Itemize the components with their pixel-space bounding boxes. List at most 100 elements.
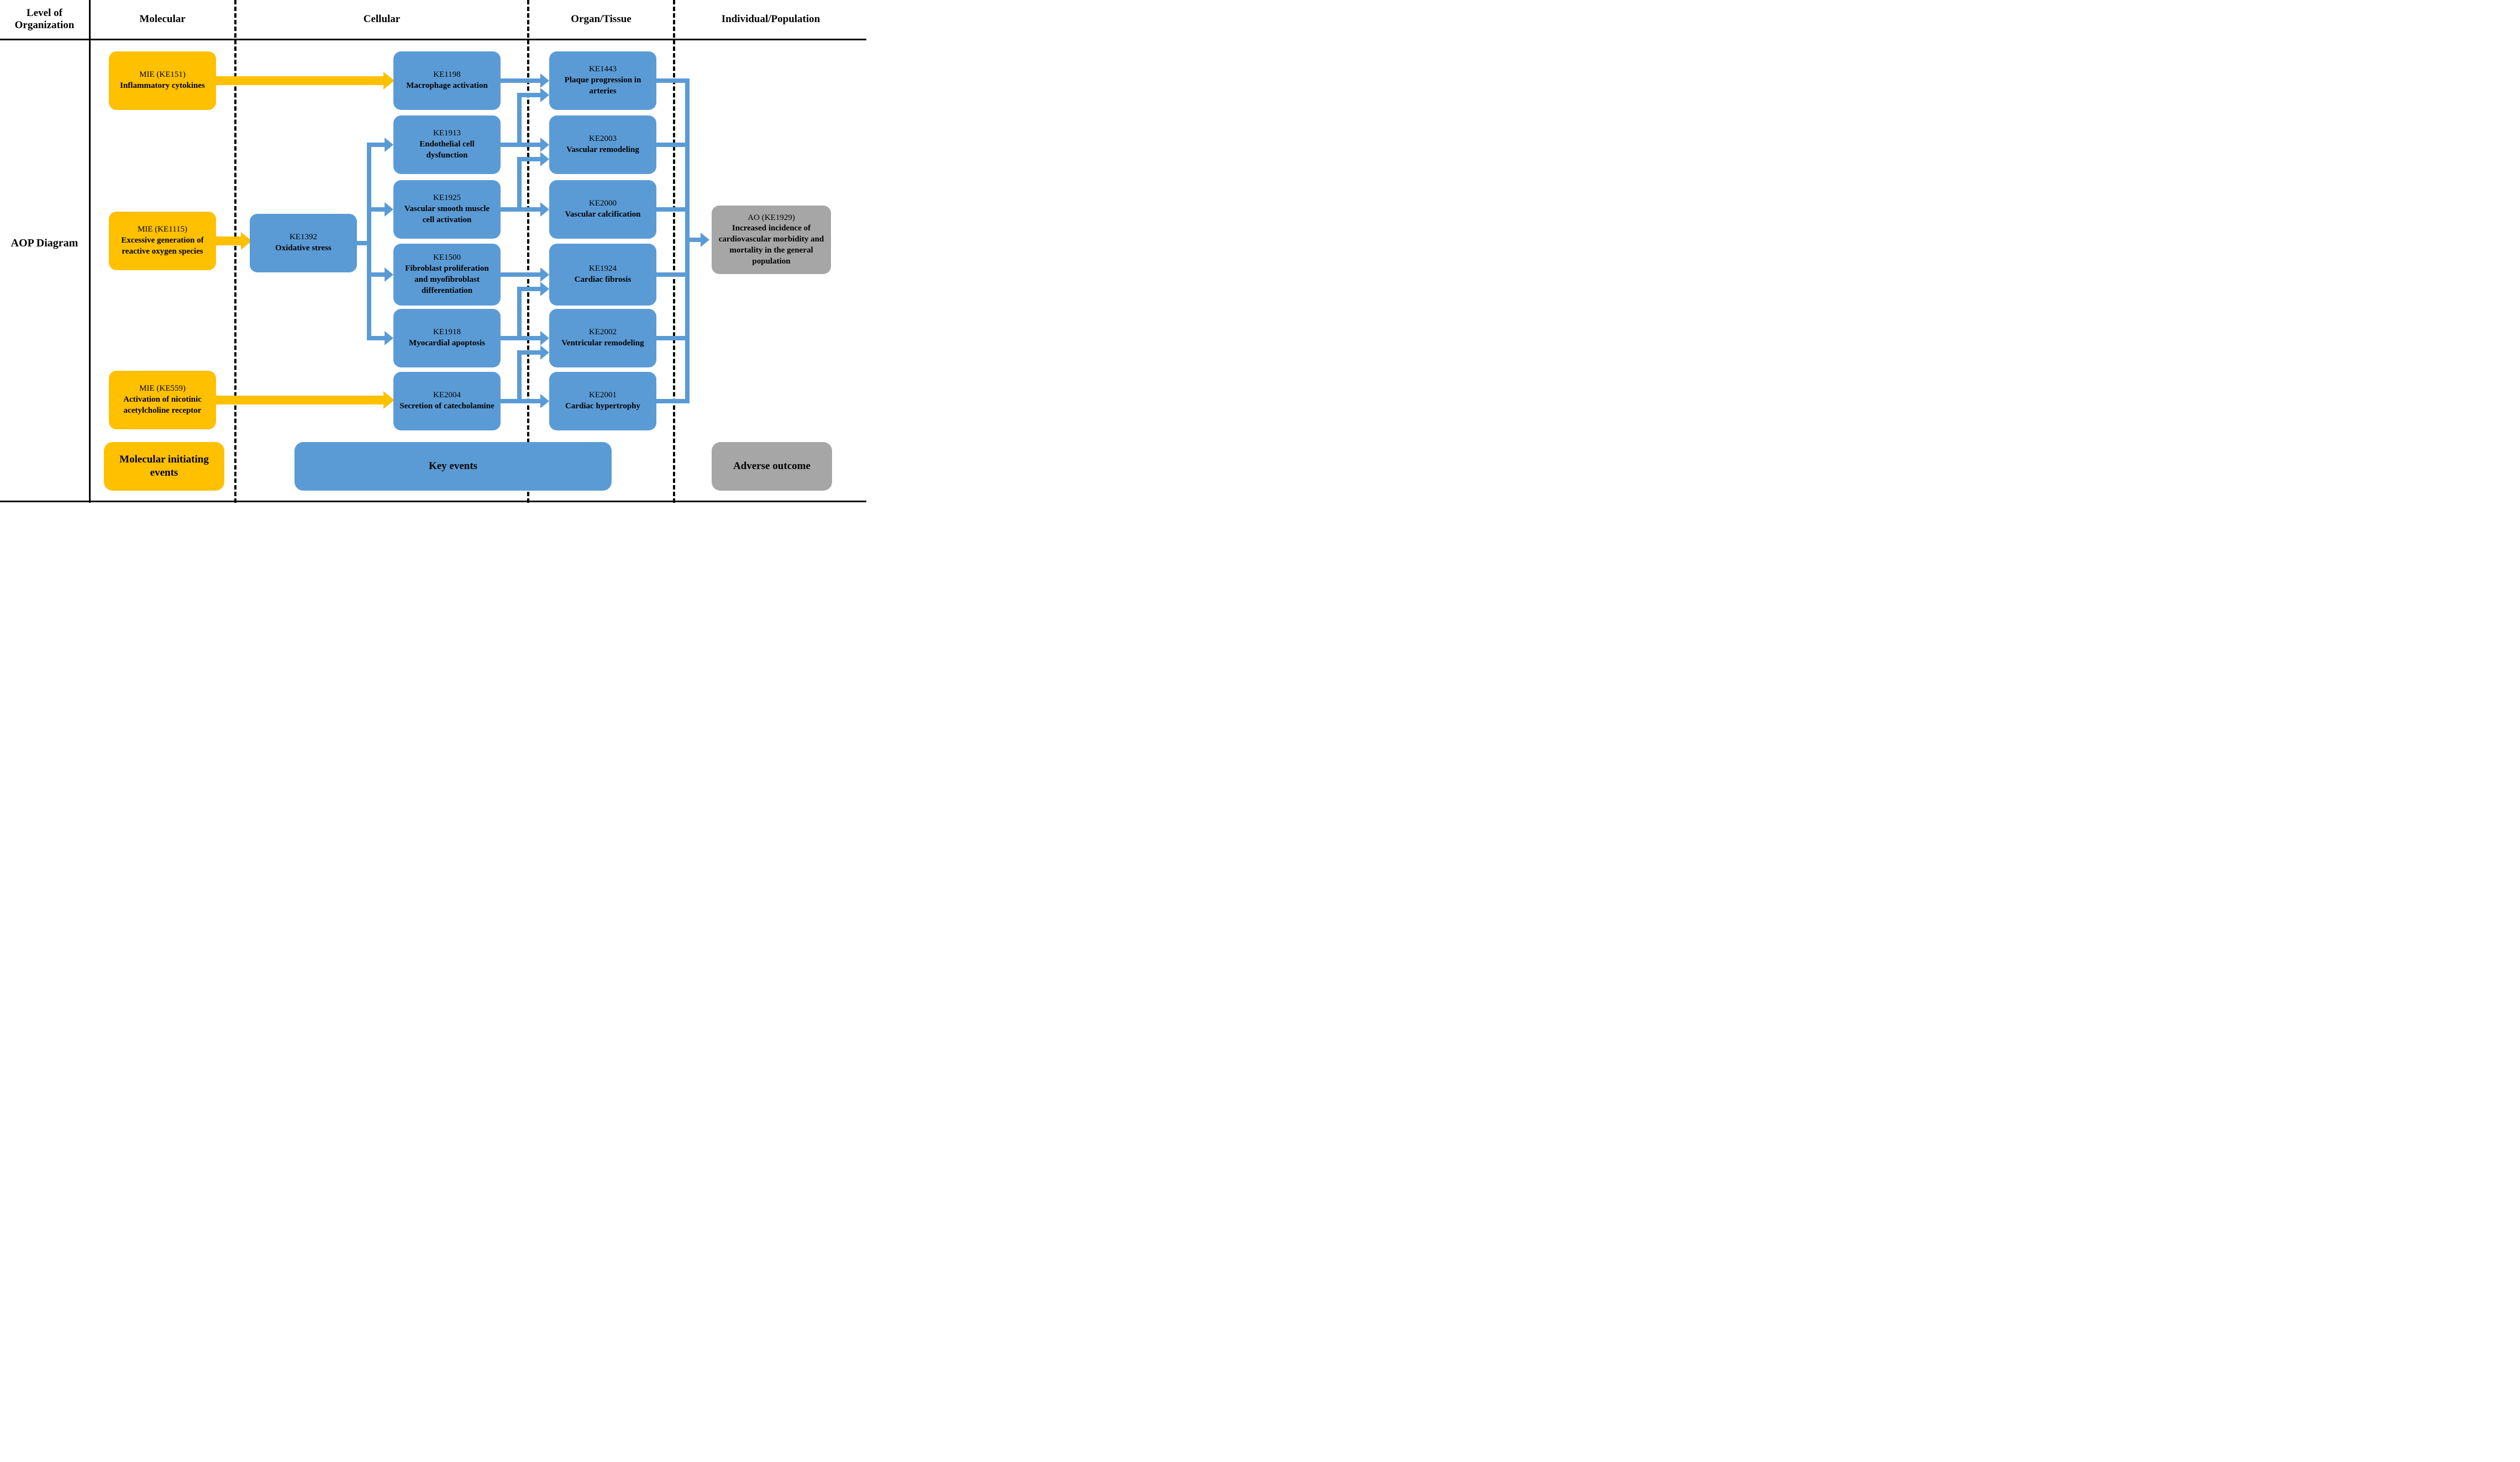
node-label: Macrophage activation bbox=[406, 81, 488, 90]
node-label: Vascular remodeling bbox=[566, 145, 639, 154]
node-label: Cardiac fibrosis bbox=[574, 275, 632, 284]
arrow-ke1925-to-ke2003 bbox=[522, 157, 540, 161]
node-ao-ke1929: AO (KE1929) Increased incidence of cardi… bbox=[712, 206, 831, 274]
node-id: KE2004 bbox=[433, 391, 461, 400]
arrowhead-ke1198-to-ke1443 bbox=[540, 73, 549, 88]
arrowhead-ke1918-to-ke2002 bbox=[540, 331, 549, 345]
node-ke1392: KE1392 Oxidative stress bbox=[250, 214, 357, 272]
arrowhead-ke1925-to-ke2003 bbox=[540, 152, 549, 166]
arrowhead-ke1913-to-ke1443 bbox=[540, 88, 549, 102]
arrow-ke1500-to-ke1924 bbox=[501, 272, 540, 277]
node-id: KE1198 bbox=[433, 70, 461, 80]
stub-ke1924-to-collector bbox=[656, 272, 690, 277]
arrowhead-ke1925-to-ke2000 bbox=[540, 202, 549, 217]
node-ke2001: KE2001 Cardiac hypertrophy bbox=[549, 372, 656, 430]
table-left-divider bbox=[89, 0, 91, 503]
node-label: Ventricular remodeling bbox=[561, 339, 644, 348]
node-ke1918: KE1918 Myocardial apoptosis bbox=[393, 309, 501, 367]
node-mie-ke1115: MIE (KE1115) Excessive generation of rea… bbox=[109, 212, 216, 270]
node-id: KE1392 bbox=[290, 233, 317, 242]
node-id: KE1918 bbox=[433, 328, 461, 337]
stub-ke2003-to-collector bbox=[656, 143, 690, 147]
node-id: AO (KE1929) bbox=[748, 213, 795, 222]
node-label: Activation of nicotinic acetylcholine re… bbox=[123, 395, 202, 415]
arrowhead-ke2004-to-ke2002 bbox=[540, 345, 549, 360]
divider-cellular-organ bbox=[527, 0, 529, 503]
arrow-ke1198-to-ke1443 bbox=[501, 78, 540, 83]
arrowhead-ke1913-to-ke2003 bbox=[540, 138, 549, 152]
node-id: KE1443 bbox=[589, 65, 617, 74]
arrow-ke1392-to-ke1918 bbox=[367, 336, 385, 340]
arrow-mie1115-to-ke1392 bbox=[216, 236, 241, 245]
node-mie-ke559: MIE (KE559) Activation of nicotinic acet… bbox=[109, 371, 216, 429]
node-ke1500: KE1500 Fibroblast proliferation and myof… bbox=[393, 244, 501, 306]
row-label-aop-diagram: AOP Diagram bbox=[10, 236, 78, 249]
arrowhead-ke1392-to-ke1913 bbox=[385, 138, 393, 152]
arrowhead-ke1392-to-ke1500 bbox=[385, 267, 393, 282]
node-id: MIE (KE151) bbox=[139, 70, 186, 80]
arrowhead-collector-to-ao bbox=[701, 233, 709, 247]
arrowhead-mie151-to-ke1198 bbox=[383, 72, 394, 90]
node-label: Increased incidence of cardiovascular mo… bbox=[718, 224, 824, 266]
arrow-ke1392-to-ke1925 bbox=[367, 207, 385, 212]
stub-ke2001-to-collector bbox=[656, 399, 690, 403]
connector-ke1392-trunk bbox=[367, 143, 371, 340]
node-label: Endothelial cell dysfunction bbox=[419, 140, 475, 160]
header-molecular: Molecular bbox=[139, 13, 186, 25]
node-label: Secretion of catecholamine bbox=[399, 402, 494, 411]
arrowhead-ke1500-to-ke1924 bbox=[540, 267, 549, 282]
node-id: KE2000 bbox=[589, 199, 617, 208]
node-label: Fibroblast proliferation and myofibrobla… bbox=[405, 264, 489, 295]
arrow-ke1392-to-ke1913 bbox=[367, 143, 385, 147]
node-ke1924: KE1924 Cardiac fibrosis bbox=[549, 244, 656, 306]
node-mie-ke151: MIE (KE151) Inflammatory cytokines bbox=[109, 51, 216, 110]
node-label: Inflammatory cytokines bbox=[120, 81, 205, 90]
node-id: KE1924 bbox=[589, 264, 617, 274]
node-id: KE1925 bbox=[433, 193, 461, 203]
arrowhead-ke1392-to-ke1925 bbox=[385, 202, 393, 217]
riser-ke2004-to-ke2002 bbox=[517, 350, 522, 403]
node-ke1925: KE1925 Vascular smooth muscle cell activ… bbox=[393, 180, 501, 239]
connector-ke1392-stub bbox=[357, 241, 371, 245]
divider-molecular-cellular bbox=[234, 0, 236, 503]
header-level-of-organization: Level of Organization bbox=[14, 7, 75, 31]
divider-organ-individual bbox=[673, 0, 675, 503]
node-id: KE2001 bbox=[589, 391, 617, 400]
node-label: Cardiac hypertrophy bbox=[565, 402, 640, 411]
arrow-ke2004-to-ke2002 bbox=[522, 350, 540, 355]
arrow-mie559-to-ke2004 bbox=[216, 396, 383, 404]
node-id: KE2003 bbox=[589, 134, 617, 144]
node-ke2003: KE2003 Vascular remodeling bbox=[549, 115, 656, 174]
arrowhead-ke1918-to-ke1924 bbox=[540, 282, 549, 296]
arrow-mie151-to-ke1198 bbox=[216, 76, 383, 85]
arrow-ke1913-to-ke1443 bbox=[522, 93, 540, 97]
arrow-ke1918-to-ke1924 bbox=[522, 287, 540, 291]
node-ke1913: KE1913 Endothelial cell dysfunction bbox=[393, 115, 501, 174]
node-ke1443: KE1443 Plaque progression in arteries bbox=[549, 51, 656, 110]
node-ke2002: KE2002 Ventricular remodeling bbox=[549, 309, 656, 367]
header-cellular: Cellular bbox=[363, 13, 401, 25]
riser-ke1918-to-ke1924 bbox=[517, 287, 522, 340]
arrowhead-ke1392-to-ke1918 bbox=[385, 331, 393, 345]
bottom-border bbox=[0, 501, 866, 502]
node-label: Vascular calcification bbox=[565, 210, 641, 219]
node-ke2000: KE2000 Vascular calcification bbox=[549, 180, 656, 239]
node-label: Excessive generation of reactive oxygen … bbox=[121, 236, 204, 256]
arrow-collector-to-ao bbox=[690, 238, 702, 242]
header-individual-population: Individual/Population bbox=[721, 13, 820, 25]
stub-ke2002-to-collector bbox=[656, 336, 690, 340]
stub-ke2000-to-collector bbox=[656, 207, 690, 212]
arrow-ke1392-to-ke1500 bbox=[367, 272, 385, 277]
node-ke1198: KE1198 Macrophage activation bbox=[393, 51, 501, 110]
node-label: Vascular smooth muscle cell activation bbox=[404, 204, 490, 224]
arrowhead-mie559-to-ke2004 bbox=[383, 391, 394, 409]
aop-diagram-figure: Level of Organization Molecular Cellular… bbox=[0, 0, 866, 503]
header-divider bbox=[0, 39, 866, 40]
node-label: Oxidative stress bbox=[275, 244, 332, 253]
node-label: Myocardial apoptosis bbox=[409, 339, 485, 348]
node-id: KE1913 bbox=[433, 129, 461, 138]
node-label: Plaque progression in arteries bbox=[564, 76, 641, 96]
header-organ-tissue: Organ/Tissue bbox=[571, 13, 632, 25]
node-id: MIE (KE559) bbox=[139, 384, 186, 393]
riser-ke1913-to-ke1443 bbox=[517, 93, 522, 147]
